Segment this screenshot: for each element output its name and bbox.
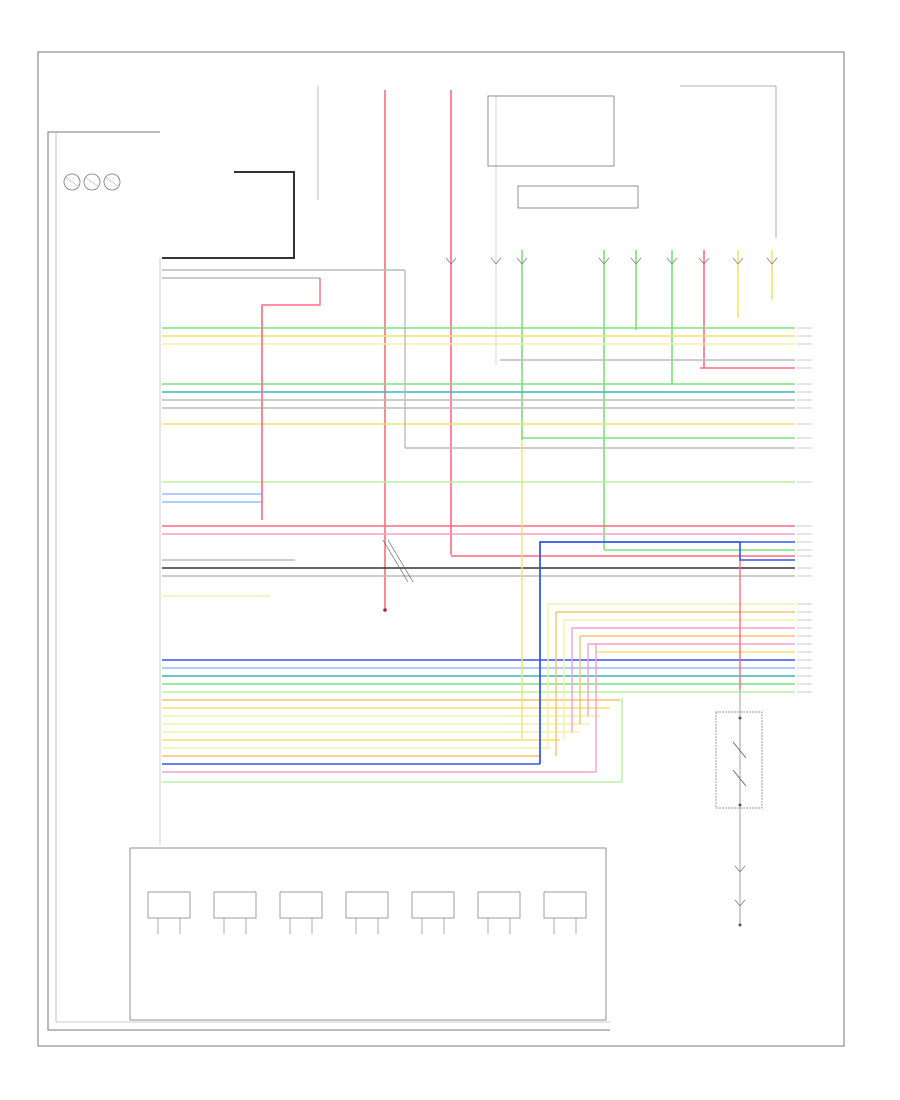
wire-group: [162, 269, 795, 783]
bottom-module-row: [147, 891, 587, 934]
module-box: [543, 891, 587, 919]
ground-symbol: [383, 605, 387, 612]
module-box: [147, 891, 191, 919]
module-box: [477, 891, 521, 919]
ground-wire-dark: [162, 171, 295, 259]
shield-ribbon: [382, 539, 414, 583]
module-box: [345, 891, 389, 919]
fuse-indicator-group: [63, 173, 121, 191]
module-box: [213, 891, 257, 919]
wire-vertical: [261, 278, 321, 520]
module-box: [411, 891, 455, 919]
fuse-icon: [103, 173, 121, 191]
module-frame: [47, 131, 610, 1031]
bottom-module-box: [129, 847, 607, 1021]
right-switch-assembly: [715, 690, 763, 927]
right-pin-ticks: [797, 327, 812, 693]
relay-box: [487, 95, 615, 167]
wire: [539, 541, 795, 764]
relay-box-lower: [517, 185, 639, 209]
top-connectors: [445, 257, 778, 265]
module-box: [279, 891, 323, 919]
fuse-icon: [63, 173, 81, 191]
fuse-icon: [83, 173, 101, 191]
outer-border: [37, 51, 845, 1047]
top-feeds: [317, 86, 773, 605]
